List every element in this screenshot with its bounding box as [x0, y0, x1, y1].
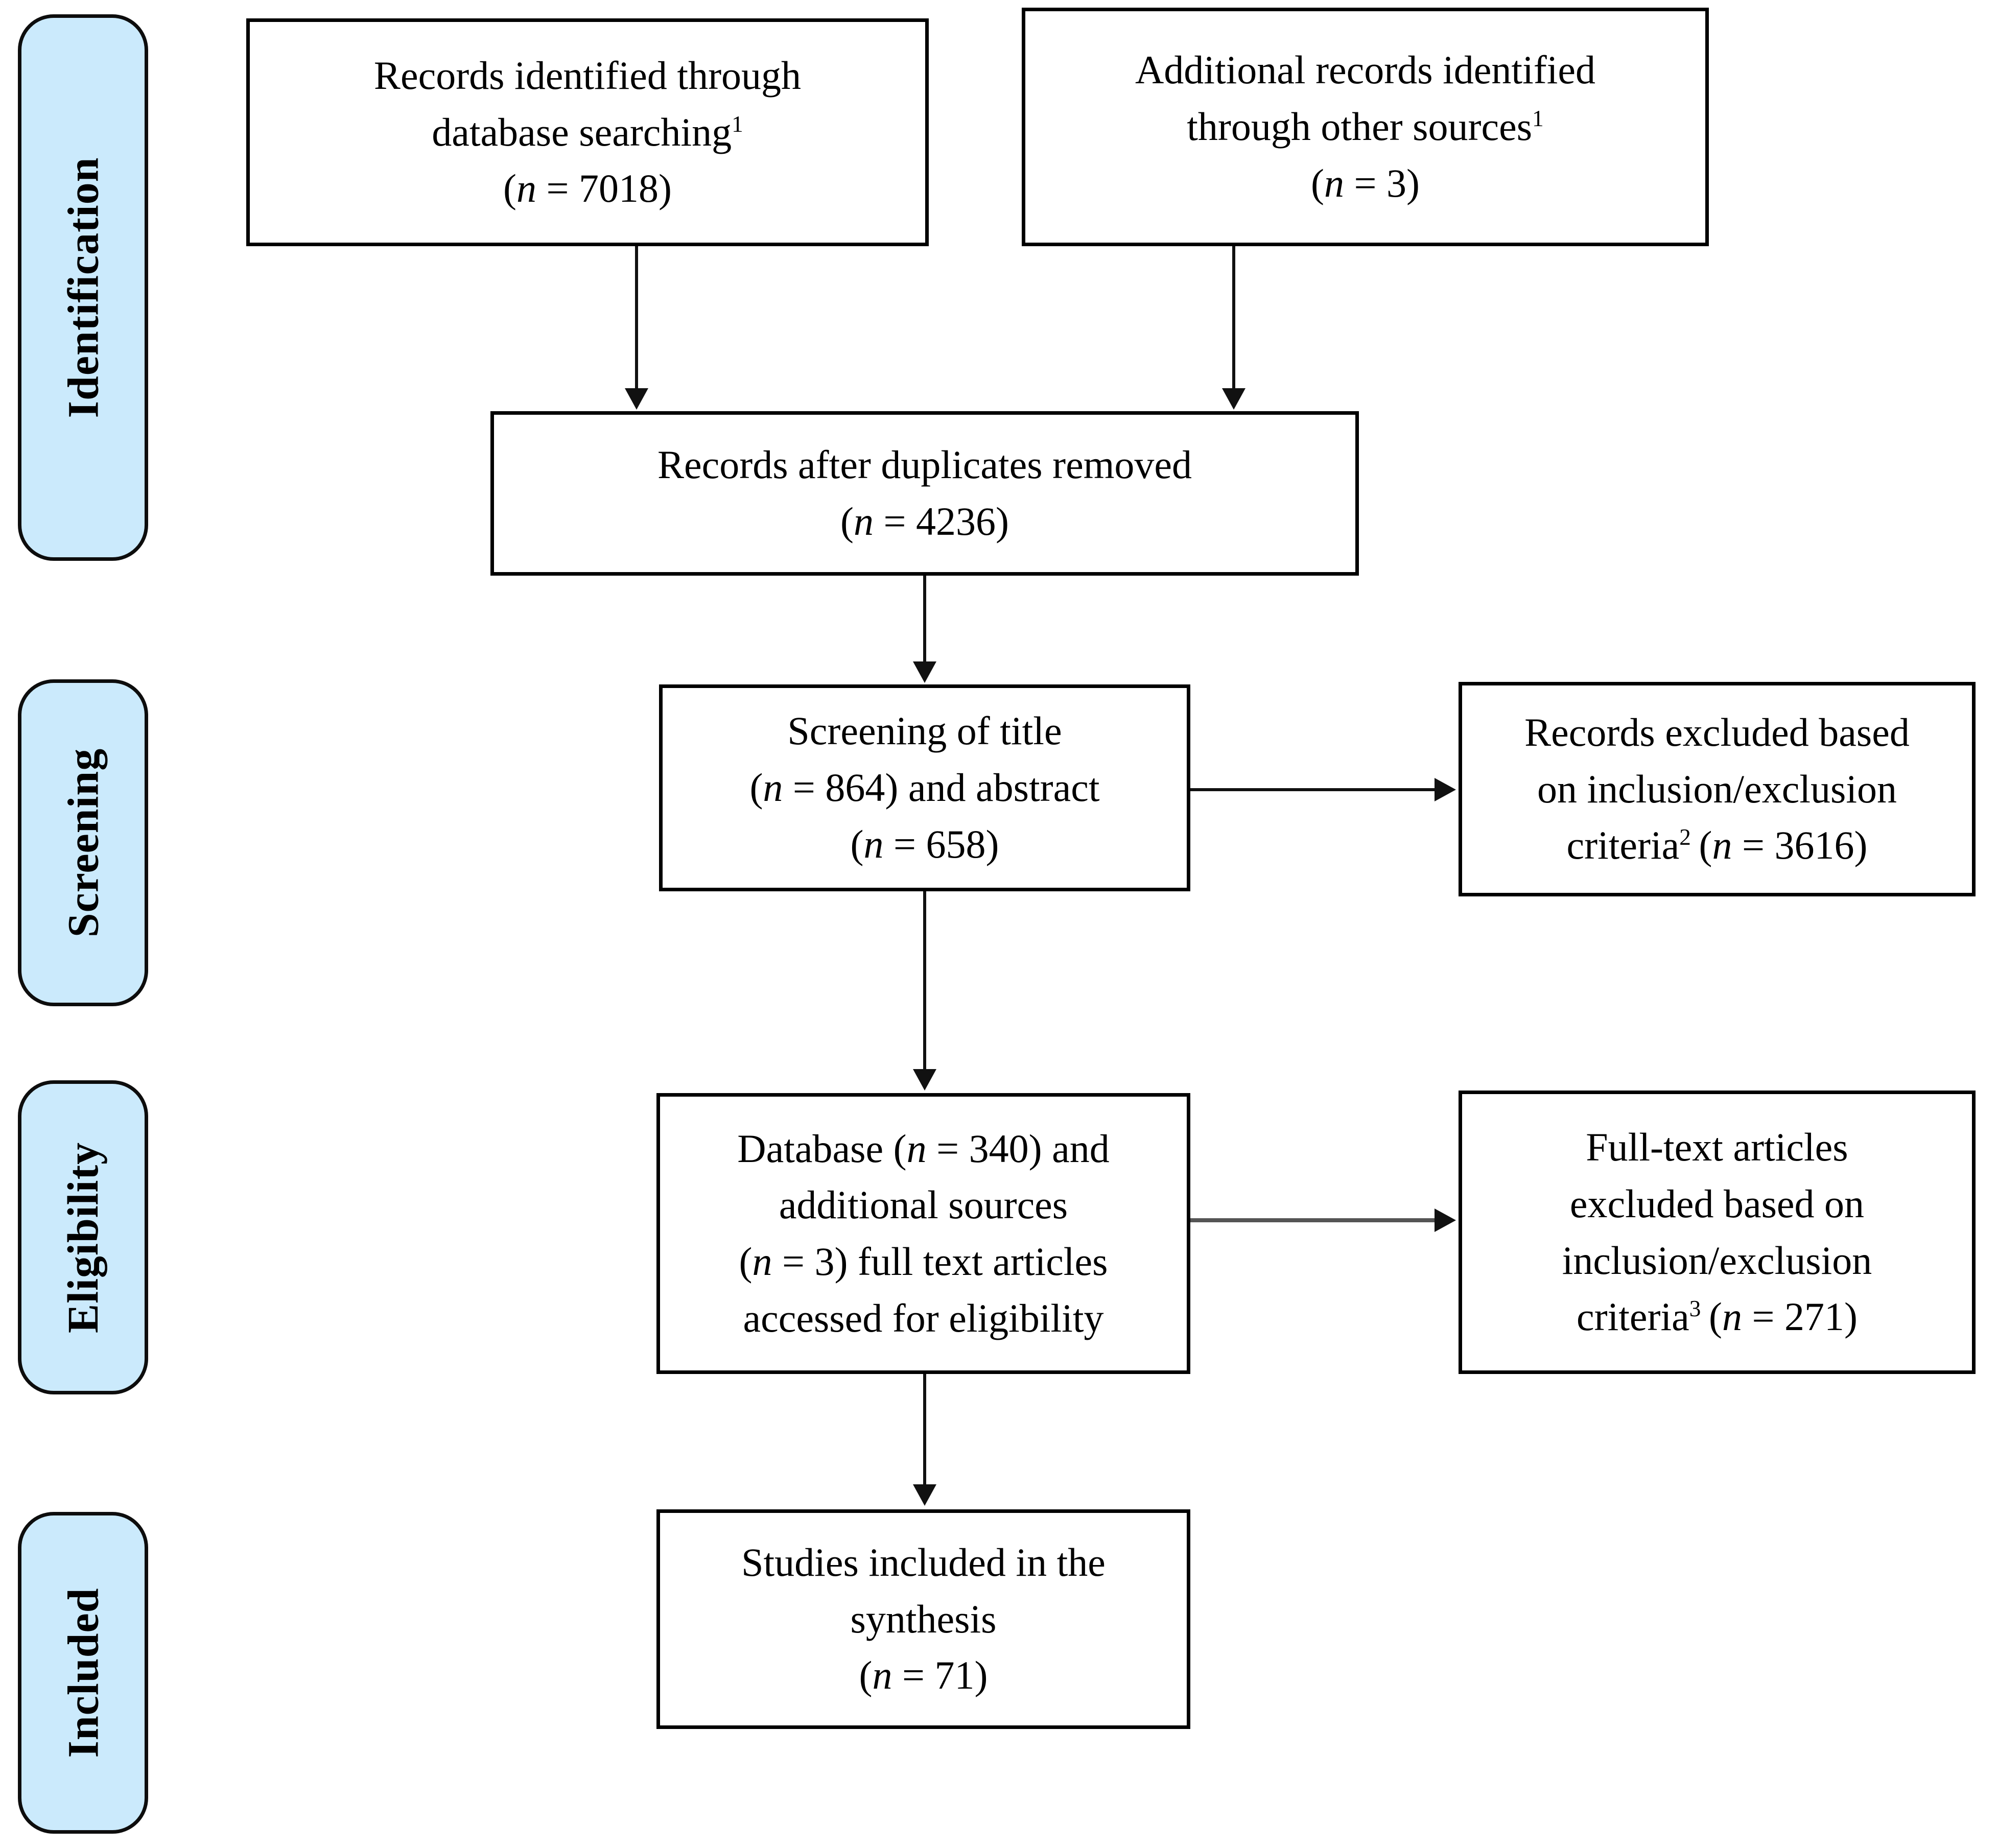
phase-pill-eligibility: Eligibility [18, 1080, 148, 1394]
full-text-assessed-line4: accessed for eligibility [743, 1295, 1104, 1340]
phase-label-eligibility: Eligibility [58, 1142, 108, 1333]
full-text-assessed-line3: (n = 3) full text articles [739, 1239, 1108, 1284]
connector-screening-to-records-excluded [1190, 788, 1436, 791]
full-text-excluded-n: 271 [1784, 1294, 1845, 1339]
arrowhead-other-to-duplicates [1222, 388, 1245, 410]
full-text-assessed-n-additional: 3 [814, 1239, 835, 1284]
box-full-text-excluded-text: Full-text articles excluded based on inc… [1549, 1119, 1886, 1345]
box-full-text-excluded: Full-text articles excluded based on inc… [1459, 1091, 1976, 1374]
box-screening-title-abstract-text: Screening of title (n = 864) and abstrac… [736, 703, 1113, 872]
connector-eligibility-to-included [923, 1374, 926, 1486]
phase-pill-screening: Screening [18, 679, 148, 1006]
connector-other-to-duplicates [1232, 246, 1235, 389]
full-text-assessed-line1: Database (n = 340) and [737, 1126, 1110, 1171]
records-other-line2: through other sources [1187, 104, 1533, 149]
box-full-text-assessed: Database (n = 340) and additional source… [656, 1093, 1190, 1374]
box-screening-title-abstract: Screening of title (n = 864) and abstrac… [659, 684, 1190, 891]
box-records-identified-other-sources: Additional records identified through ot… [1022, 8, 1709, 246]
full-text-excluded-line3: inclusion/exclusion [1562, 1238, 1872, 1283]
screening-n-abstract: 658 [926, 821, 986, 866]
records-other-n: 3 [1386, 160, 1406, 205]
studies-included-line2: synthesis [850, 1596, 997, 1641]
connector-screening-to-eligibility [923, 891, 926, 1070]
arrowhead-eligibility-to-included [913, 1484, 936, 1506]
records-excluded-criteria: criteria [1566, 823, 1680, 868]
phase-label-screening: Screening [58, 748, 108, 938]
records-db-line2: database searching [432, 109, 732, 154]
records-other-line1: Additional records identified [1135, 48, 1596, 92]
full-text-excluded-criteria: criteria [1576, 1294, 1689, 1339]
after-duplicates-count: (n = 4236) [840, 499, 1009, 543]
phase-label-identification: Identification [58, 157, 108, 418]
records-excluded-footnote: 2 [1679, 824, 1691, 850]
records-db-count: (n = 7018) [503, 166, 672, 211]
phase-pill-included: Included [18, 1512, 148, 1834]
box-records-excluded-text: Records excluded based on inclusion/excl… [1511, 704, 1923, 874]
screening-line3: (n = 658) [850, 821, 999, 866]
box-studies-included-text: Studies included in the synthesis (n = 7… [728, 1534, 1119, 1704]
after-duplicates-n: 4236 [915, 499, 996, 543]
box-studies-included: Studies included in the synthesis (n = 7… [656, 1509, 1190, 1729]
full-text-assessed-line2: additional sources [779, 1182, 1068, 1227]
records-excluded-n: 3616 [1774, 823, 1854, 868]
arrowhead-screening-to-records-excluded [1435, 778, 1456, 801]
studies-included-line1: Studies included in the [741, 1539, 1106, 1584]
screening-n-title: 864 [825, 765, 885, 810]
box-records-after-duplicates-text: Records after duplicates removed (n = 42… [644, 437, 1205, 550]
full-text-excluded-line2: excluded based on [1569, 1181, 1865, 1226]
box-records-after-duplicates: Records after duplicates removed (n = 42… [490, 411, 1359, 576]
box-records-excluded: Records excluded based on inclusion/excl… [1459, 682, 1976, 896]
records-excluded-line3: criteria2 (n = 3616) [1566, 823, 1868, 868]
records-other-count: (n = 3) [1311, 160, 1420, 205]
box-full-text-assessed-text: Database (n = 340) and additional source… [724, 1121, 1122, 1347]
arrowhead-duplicates-to-screening [913, 661, 936, 683]
arrowhead-db-to-duplicates [625, 388, 648, 410]
records-db-n: 7018 [578, 166, 659, 211]
after-duplicates-line1: Records after duplicates removed [657, 442, 1192, 487]
records-other-footnote: 1 [1532, 106, 1544, 132]
connector-duplicates-to-screening [923, 576, 926, 662]
full-text-excluded-line4: criteria3 (n = 271) [1576, 1294, 1858, 1339]
screening-line1: Screening of title [787, 708, 1062, 753]
box-records-identified-other-sources-text: Additional records identified through ot… [1122, 42, 1609, 211]
phase-label-included: Included [58, 1588, 108, 1758]
studies-included-n: 71 [934, 1653, 975, 1698]
arrowhead-screening-to-eligibility [913, 1069, 936, 1091]
box-records-identified-database: Records identified through database sear… [246, 18, 929, 246]
records-db-footnote: 1 [732, 111, 743, 137]
connector-db-to-duplicates [635, 246, 638, 389]
records-db-line1: Records identified through [373, 53, 802, 98]
records-excluded-line1: Records excluded based [1524, 709, 1910, 754]
connector-eligibility-to-full-text-excluded [1190, 1218, 1436, 1222]
records-excluded-line2: on inclusion/exclusion [1537, 766, 1897, 811]
studies-included-count: (n = 71) [859, 1653, 988, 1698]
full-text-excluded-line1: Full-text articles [1586, 1125, 1848, 1169]
phase-pill-identification: Identification [18, 14, 148, 561]
arrowhead-eligibility-to-full-text-excluded [1435, 1209, 1456, 1232]
full-text-assessed-n-database: 340 [969, 1126, 1029, 1171]
screening-line2: (n = 864) and abstract [749, 765, 1100, 810]
full-text-excluded-footnote: 3 [1689, 1296, 1701, 1322]
box-records-identified-database-text: Records identified through database sear… [361, 48, 814, 217]
